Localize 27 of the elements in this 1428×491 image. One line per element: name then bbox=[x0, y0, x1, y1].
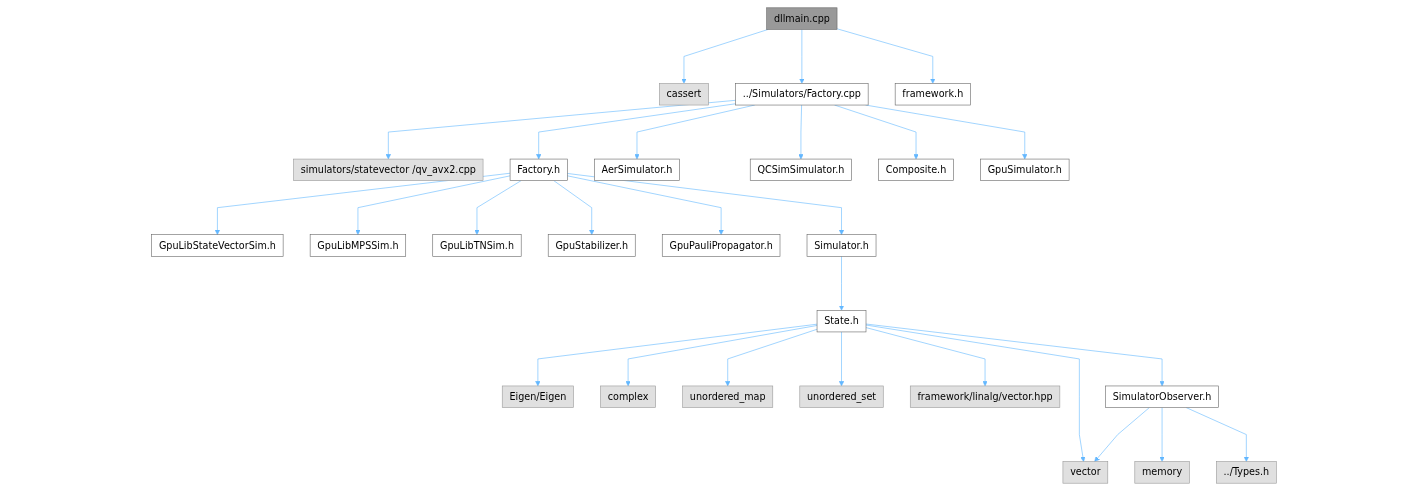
node-box bbox=[594, 158, 680, 181]
node-box bbox=[749, 158, 852, 181]
node-box bbox=[151, 234, 284, 257]
node-box bbox=[909, 385, 1061, 408]
node-box bbox=[293, 158, 484, 181]
node-box bbox=[600, 385, 656, 408]
node-box bbox=[682, 385, 774, 408]
node-box bbox=[509, 158, 568, 181]
node-box bbox=[432, 234, 522, 257]
node-box bbox=[501, 385, 574, 408]
node-box bbox=[980, 158, 1070, 181]
include-graph: dllmain.cpp cassert ../Simulators/Factory.cpp framework.h simulators/statevector /qv_avx2.cpp Factory.h AerSimulator.h QCSimSimulator.h Composite.h GpuSimulator.h GpuLibStateVectorSim.h GpuLibMPSSim.h GpuLibTNSim.h GpuStabilizer.h GpuPauliPropagator.h Simulator.h State.h Eigen/Eigen complex unordered_map unordered_set vector framework/linalg/vector.hpp SimulatorObserver.h memory ../Types.h bbox=[4, 3, 1424, 488]
node-box bbox=[547, 234, 636, 257]
node-box bbox=[309, 234, 407, 257]
node-box bbox=[1105, 385, 1219, 408]
node-box bbox=[878, 158, 954, 181]
node-box bbox=[799, 385, 884, 408]
node-box bbox=[806, 234, 877, 257]
node-box bbox=[661, 234, 781, 257]
node-box bbox=[659, 83, 709, 106]
node-box bbox=[894, 83, 971, 106]
node-box bbox=[816, 310, 867, 333]
node-box bbox=[1134, 461, 1190, 484]
node-box bbox=[1216, 461, 1277, 484]
node-box bbox=[1062, 461, 1109, 484]
node-box bbox=[735, 83, 869, 106]
node-box bbox=[766, 7, 838, 30]
